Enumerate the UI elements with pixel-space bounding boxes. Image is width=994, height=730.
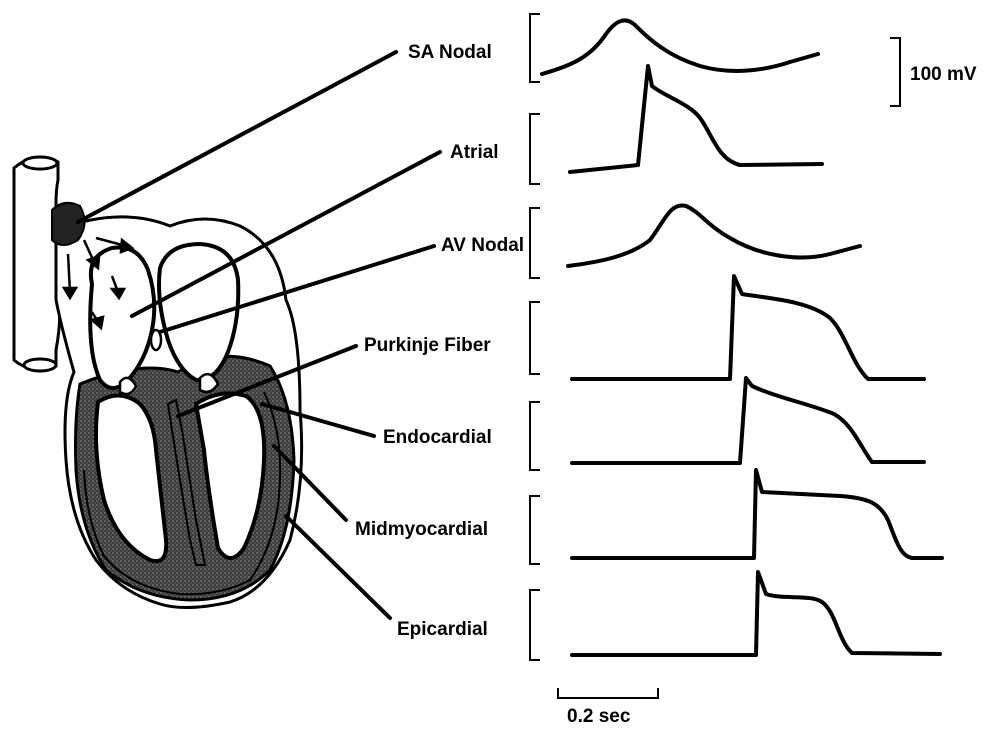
trace-epicardial [572, 572, 940, 655]
vena-cava-top [23, 157, 57, 169]
label-purkinje-fiber: Purkinje Fiber [364, 335, 491, 356]
label-epicardial: Epicardial [397, 619, 488, 640]
time-scale-bar: 0.2 sec [558, 688, 658, 727]
voltage-scale-bar: 100 mV [890, 38, 977, 106]
vena-cava [14, 157, 60, 369]
trace-midmyocardial [572, 470, 942, 558]
label-endocardial: Endocardial [383, 427, 492, 448]
bracket-sa-nodal [530, 14, 540, 82]
bracket-purkinje [530, 302, 540, 374]
bracket-av-nodal [530, 208, 540, 278]
voltage-scale-label: 100 mV [910, 64, 977, 85]
label-midmyocardial: Midmyocardial [355, 519, 488, 540]
trace-atrial [570, 66, 822, 172]
trace-brackets [530, 14, 540, 660]
trace-endocardial [572, 378, 924, 463]
label-atrial: Atrial [450, 142, 499, 163]
sa-nodal-leader [78, 52, 396, 222]
bracket-midmyocardial [530, 496, 540, 564]
region-labels: SA Nodal Atrial AV Nodal Purkinje Fiber … [355, 42, 524, 640]
label-sa-nodal: SA Nodal [408, 42, 492, 63]
time-scale-bracket [558, 688, 658, 698]
sa-node [52, 203, 85, 245]
trace-purkinje [572, 276, 924, 379]
time-scale-label: 0.2 sec [567, 706, 631, 727]
bracket-epicardial [530, 590, 540, 660]
trace-sa-nodal [542, 20, 818, 74]
voltage-scale-bracket [890, 38, 900, 106]
label-av-nodal: AV Nodal [441, 235, 524, 256]
bracket-atrial [530, 114, 540, 184]
vena-cava-bottom [24, 359, 56, 371]
trace-av-nodal [568, 205, 860, 266]
action-potential-traces [542, 20, 942, 655]
bracket-endocardial [530, 402, 540, 470]
